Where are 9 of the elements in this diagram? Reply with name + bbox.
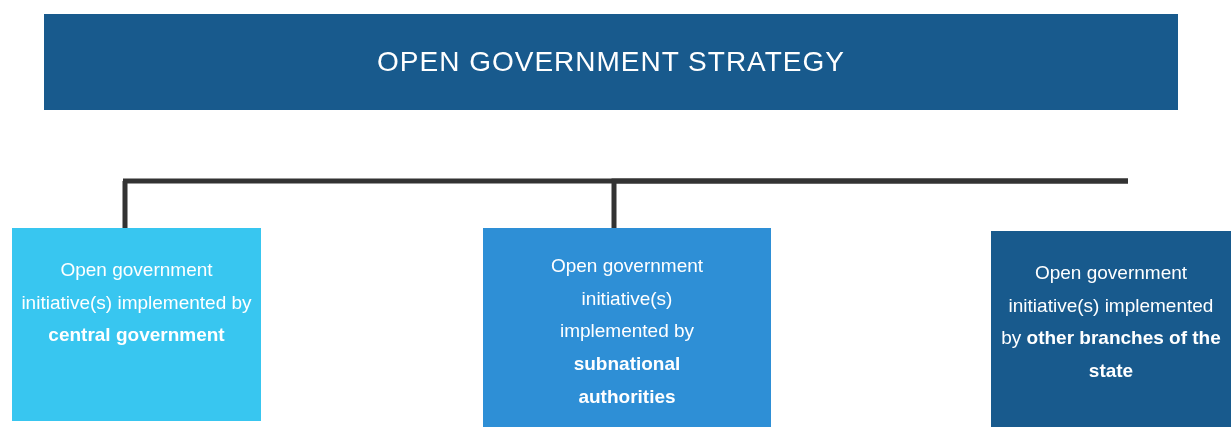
box-text: Open government initiative(s) implemented by subnational authorities — [549, 254, 705, 409]
title-text: OPEN GOVERNMENT STRATEGY — [377, 45, 845, 79]
title-banner — [44, 14, 1178, 110]
process-box — [12, 228, 261, 421]
connector-line — [611, 178, 1128, 228]
process-box — [483, 228, 771, 427]
box-text: Open government initiative(s) implemented by other branches of the state — [1000, 261, 1222, 383]
box-text: Open government initiative(s) implemented by central government — [20, 258, 253, 348]
process-box — [991, 231, 1231, 427]
